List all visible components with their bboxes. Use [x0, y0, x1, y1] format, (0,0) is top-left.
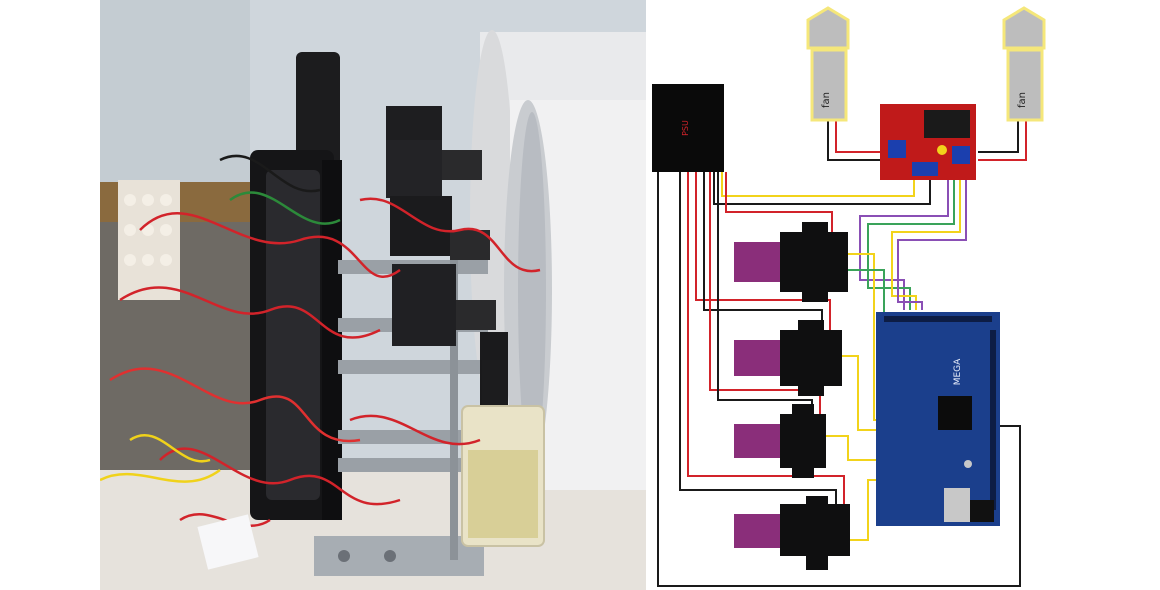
fan-right-label: fan: [1017, 92, 1028, 108]
servo-4-sticker: [734, 514, 780, 548]
arduino-label: MEGA: [953, 358, 963, 385]
wire-fan-left-red: [835, 120, 884, 153]
servo-2-sticker: [734, 340, 780, 376]
servo-stack: [386, 106, 508, 432]
wire-psu-driver-black: [713, 172, 931, 205]
wire-fan-left-black: [827, 120, 880, 161]
lace-decoration: [118, 180, 180, 300]
servo-1: [734, 222, 848, 302]
fan-right-head: [1002, 6, 1046, 50]
motor-driver: [880, 104, 976, 180]
fan-left-body: [810, 48, 848, 122]
servo-3-sticker: [734, 424, 780, 458]
arduino-header-top: [884, 316, 992, 322]
arduino-header-right: [990, 330, 996, 510]
wire-ground-loop: [657, 172, 1021, 587]
arduino-reset-button: [964, 460, 972, 468]
wire-psu-servo2-red: [695, 172, 831, 340]
wire-servo2-signal: [840, 355, 892, 431]
wire-driver-arduino-purple-2: [897, 180, 967, 310]
driver-terminal-left: [888, 140, 906, 158]
build-photo: [100, 0, 646, 590]
fan-left-label: fan: [821, 92, 832, 108]
fan-left: fan: [806, 6, 850, 122]
tangled-wires: [100, 154, 541, 527]
arduino-power-jack: [970, 500, 994, 522]
metal-brackets: [314, 260, 488, 576]
photo-wall-shadow: [100, 0, 250, 190]
wiring-diagram: PSU fan fan: [648, 0, 1160, 590]
driver-terminal-right: [952, 146, 970, 164]
wiring-diagram-canvas: PSU fan fan: [652, 6, 1046, 587]
wire-psu-servo3-red: [709, 172, 821, 420]
driver-terminal-power: [912, 162, 938, 176]
photo-illustration: [100, 0, 646, 590]
wire-fan-right-black: [978, 120, 1019, 153]
servo-4-horn: [806, 496, 828, 570]
arduino-chip: [938, 396, 972, 430]
arduino-mega: MEGA: [876, 312, 1000, 526]
servo-3: [734, 404, 826, 478]
servo-2: [734, 320, 842, 396]
wire-driver-arduino-green: [867, 180, 955, 310]
servo-1-horn: [802, 222, 828, 302]
wire-driver-arduino-yellow: [891, 180, 961, 310]
servo-2-horn: [798, 320, 824, 396]
fan-left-head: [806, 6, 850, 50]
wire-psu-servo-red-rail: [687, 172, 845, 520]
wire-servo3-signal: [824, 435, 892, 461]
servo-4: [734, 496, 850, 570]
psu-box: [652, 84, 724, 172]
paper-tag: [197, 514, 259, 570]
driver-heatsink: [924, 110, 970, 138]
psu-label: PSU: [681, 120, 690, 136]
fan-right: fan: [1002, 6, 1046, 122]
wire-driver-arduino-purple: [859, 180, 949, 310]
wire-fan-right-red: [978, 120, 1027, 161]
fan-right-body: [1006, 48, 1044, 122]
arduino-usb-port: [944, 488, 970, 522]
perfume-bottle: [461, 360, 545, 547]
wire-psu-driver-yellow: [721, 172, 915, 197]
wire-psu-servo1-red: [725, 172, 833, 236]
servo-3-horn: [792, 404, 814, 478]
servo-1-sticker: [734, 242, 780, 282]
psu-block: PSU: [652, 84, 724, 172]
driver-capacitor: [937, 145, 947, 155]
